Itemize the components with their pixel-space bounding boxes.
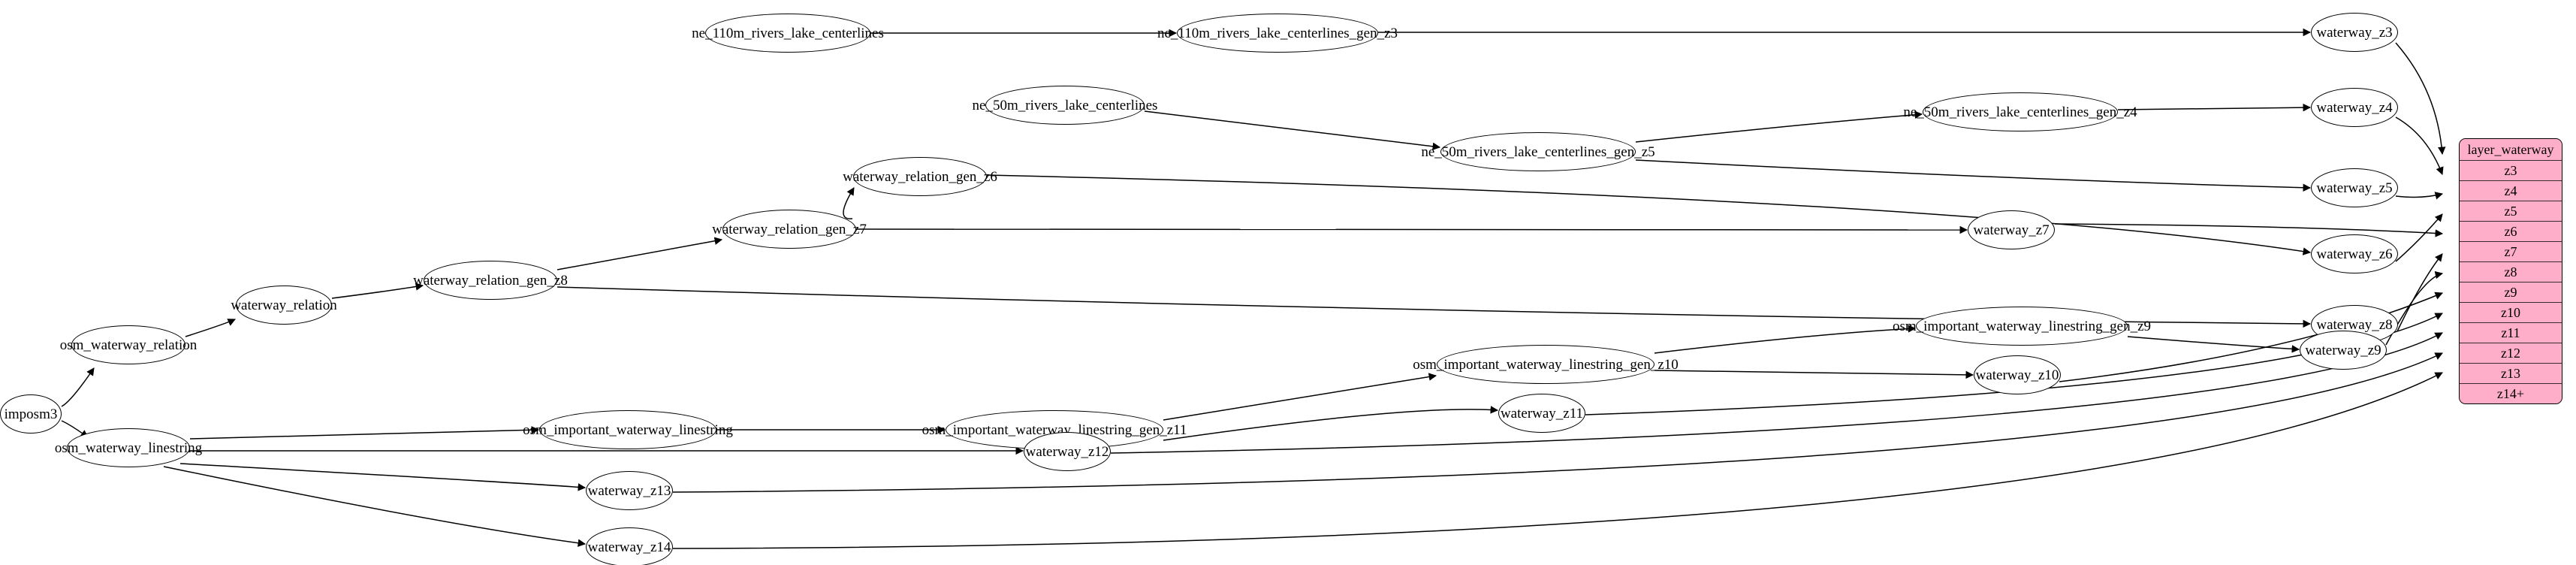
node-label: ne_110m_rivers_lake_centerlines_gen_z3: [1157, 25, 1398, 41]
node-osm_important_waterway_linestring[interactable]: osm_important_waterway_linestring: [523, 410, 733, 449]
node-waterway_z11[interactable]: waterway_z11: [1498, 394, 1585, 433]
node-label: waterway_z4: [2316, 99, 2393, 116]
edge-osm_important_waterway_linestring_gen_z10-to-waterway_z10: [1654, 370, 1974, 379]
edge-waterway_relation-to-waterway_relation_gen_z8: [331, 282, 424, 299]
edge-ne_50m_rivers_lake_centerlines-to-ne_50m_rivers_lake_centerlines_gen_z5: [1144, 110, 1441, 151]
node-waterway_relation[interactable]: waterway_relation: [231, 286, 337, 325]
node-osm_waterway_linestring[interactable]: osm_waterway_linestring: [55, 428, 202, 467]
node-waterway_z5[interactable]: waterway_z5: [2311, 168, 2398, 207]
node-label: osm_important_waterway_linestring_gen_z9: [1892, 318, 2152, 334]
node-label: osm_important_waterway_linestring_gen_z1…: [1413, 356, 1679, 373]
layer-row-z10[interactable]: z10: [2460, 303, 2562, 323]
node-label: osm_important_waterway_linestring_gen_z1…: [922, 421, 1187, 438]
node-waterway_z12[interactable]: waterway_z12: [1024, 432, 1111, 471]
edge-waterway_z3-to-layer_waterway_z3: [2395, 42, 2446, 156]
node-waterway_z7[interactable]: waterway_z7: [1968, 210, 2055, 249]
edge-osm_waterway_linestring-to-osm_important_waterway_linestring: [189, 426, 540, 440]
layer-row-z11[interactable]: z11: [2460, 323, 2562, 343]
node-waterway_z4[interactable]: waterway_z4: [2311, 88, 2398, 127]
node-osm_important_waterway_linestring_gen_z9[interactable]: osm_important_waterway_linestring_gen_z9: [1893, 307, 2151, 346]
edge-waterway_relation_gen_z7-to-waterway_relation_gen_z6: [843, 187, 855, 219]
edge-waterway_z9-to-layer_waterway_z9: [2385, 270, 2444, 346]
node-label: waterway_z9: [2305, 342, 2381, 358]
node-ne_50m_rivers_lake_centerlines[interactable]: ne_50m_rivers_lake_centerlines: [973, 86, 1157, 125]
node-waterway_z6[interactable]: waterway_z6: [2311, 234, 2398, 273]
node-label: waterway_z7: [1973, 222, 2050, 238]
node-label: ne_50m_rivers_lake_centerlines: [972, 97, 1158, 113]
node-label: waterway_relation_gen_z7: [712, 221, 867, 237]
edge-waterway_z12-to-layer_waterway_z12: [1110, 332, 2443, 454]
edge-osm_important_waterway_linestring_gen_z11-to-osm_important_waterway_linestring_gen_z10: [1163, 373, 1437, 421]
node-label: waterway_relation_gen_z8: [413, 272, 568, 289]
node-label: osm_waterway_linestring: [54, 440, 203, 456]
node-waterway_z14[interactable]: waterway_z14: [586, 527, 673, 565]
node-imposm3[interactable]: imposm3: [0, 394, 62, 434]
edge-osm_waterway_linestring-to-waterway_z12: [189, 446, 1024, 455]
node-label: ne_110m_rivers_lake_centerlines: [692, 25, 884, 41]
node-waterway_z3[interactable]: waterway_z3: [2311, 13, 2398, 52]
node-label: osm_waterway_relation: [59, 337, 198, 353]
node-waterway_z10[interactable]: waterway_z10: [1974, 355, 2061, 394]
node-label: waterway_z12: [1025, 443, 1109, 460]
edge-osm_waterway_linestring-to-waterway_z14: [163, 466, 587, 547]
edge-waterway_z8-to-layer_waterway_z8: [2397, 253, 2443, 332]
edge-waterway_z4-to-layer_waterway_z4: [2395, 116, 2444, 175]
node-label: waterway_relation_gen_z6: [843, 168, 997, 185]
node-label: ne_50m_rivers_lake_centerlines_gen_z5: [1421, 144, 1655, 160]
node-label: waterway_z14: [587, 539, 671, 555]
edge-imposm3-to-osm_waterway_relation: [61, 367, 95, 407]
node-waterway_z9[interactable]: waterway_z9: [2300, 331, 2387, 370]
node-label: osm_important_waterway_linestring: [523, 421, 733, 438]
layer-row-z14plus[interactable]: z14+: [2460, 384, 2562, 403]
layer-waterway-header: layer_waterway: [2460, 139, 2562, 161]
layer-row-z4[interactable]: z4: [2460, 181, 2562, 201]
edge-osm_waterway_linestring-to-waterway_z13: [179, 463, 587, 491]
edge-ne_50m_rivers_lake_centerlines_gen_z4-to-waterway_z4: [2117, 103, 2312, 112]
node-label: waterway_z10: [1975, 367, 2059, 383]
layer-row-z13[interactable]: z13: [2460, 364, 2562, 384]
node-ne_110m_rivers_lake_centerlines[interactable]: ne_110m_rivers_lake_centerlines: [692, 14, 884, 53]
edge-waterway_z5-to-layer_waterway_z5: [2395, 192, 2444, 200]
layer-row-z8[interactable]: z8: [2460, 262, 2562, 282]
node-waterway_relation_gen_z6[interactable]: waterway_relation_gen_z6: [843, 157, 997, 196]
node-ne_50m_rivers_lake_centerlines_gen_z5[interactable]: ne_50m_rivers_lake_centerlines_gen_z5: [1421, 132, 1655, 171]
node-ne_110m_rivers_lake_centerlines_gen_z3[interactable]: ne_110m_rivers_lake_centerlines_gen_z3: [1157, 14, 1398, 53]
node-label: waterway_z8: [2316, 316, 2393, 333]
layer-row-z5[interactable]: z5: [2460, 201, 2562, 222]
layer-row-z9[interactable]: z9: [2460, 282, 2562, 303]
node-label: waterway_z13: [587, 482, 671, 499]
layer-row-z6[interactable]: z6: [2460, 222, 2562, 242]
node-osm_important_waterway_linestring_gen_z11[interactable]: osm_important_waterway_linestring_gen_z1…: [922, 410, 1187, 449]
node-label: waterway_z3: [2316, 24, 2393, 41]
node-label: waterway_z11: [1500, 405, 1584, 421]
node-label: waterway_relation: [231, 297, 337, 313]
edge-osm_important_waterway_linestring_gen_z11-to-waterway_z11: [1163, 406, 1499, 441]
layer-row-z12[interactable]: z12: [2460, 343, 2562, 364]
edge-waterway_relation_gen_z7-to-waterway_z7: [855, 225, 1968, 234]
edge-osm_waterway_relation-to-waterway_relation: [185, 319, 236, 337]
node-ne_50m_rivers_lake_centerlines_gen_z4[interactable]: ne_50m_rivers_lake_centerlines_gen_z4: [1903, 92, 2137, 131]
edge-osm_important_waterway_linestring_gen_z10-to-osm_important_waterway_linestring_gen_z9: [1654, 325, 1917, 354]
node-osm_waterway_relation[interactable]: osm_waterway_relation: [60, 325, 197, 364]
node-label: imposm3: [4, 406, 58, 422]
node-label: waterway_z5: [2316, 180, 2393, 196]
edge-waterway_z7-to-layer_waterway_z7: [2054, 223, 2444, 237]
node-waterway_relation_gen_z7[interactable]: waterway_relation_gen_z7: [712, 210, 867, 249]
node-label: waterway_z6: [2316, 246, 2393, 262]
edge-ne_50m_rivers_lake_centerlines_gen_z5-to-waterway_z5: [1635, 159, 2312, 192]
edge-waterway_z6-to-layer_waterway_z6: [2395, 213, 2443, 262]
node-osm_important_waterway_linestring_gen_z10[interactable]: osm_important_waterway_linestring_gen_z1…: [1413, 345, 1679, 384]
edge-ne_50m_rivers_lake_centerlines_gen_z5-to-ne_50m_rivers_lake_centerlines_gen_z4: [1635, 110, 1923, 143]
node-label: ne_50m_rivers_lake_centerlines_gen_z4: [1903, 104, 2137, 120]
node-waterway_z13[interactable]: waterway_z13: [586, 471, 673, 510]
edge-osm_important_waterway_linestring_gen_z9-to-waterway_z9: [2127, 336, 2300, 353]
edge-waterway_relation_gen_z8-to-waterway_relation_gen_z7: [557, 237, 723, 270]
layer-row-z3[interactable]: z3: [2460, 161, 2562, 181]
layer-row-z7[interactable]: z7: [2460, 242, 2562, 262]
node-waterway_relation_gen_z8[interactable]: waterway_relation_gen_z8: [413, 261, 568, 300]
edge-waterway_relation_gen_z6-to-waterway_z6: [986, 174, 2312, 255]
